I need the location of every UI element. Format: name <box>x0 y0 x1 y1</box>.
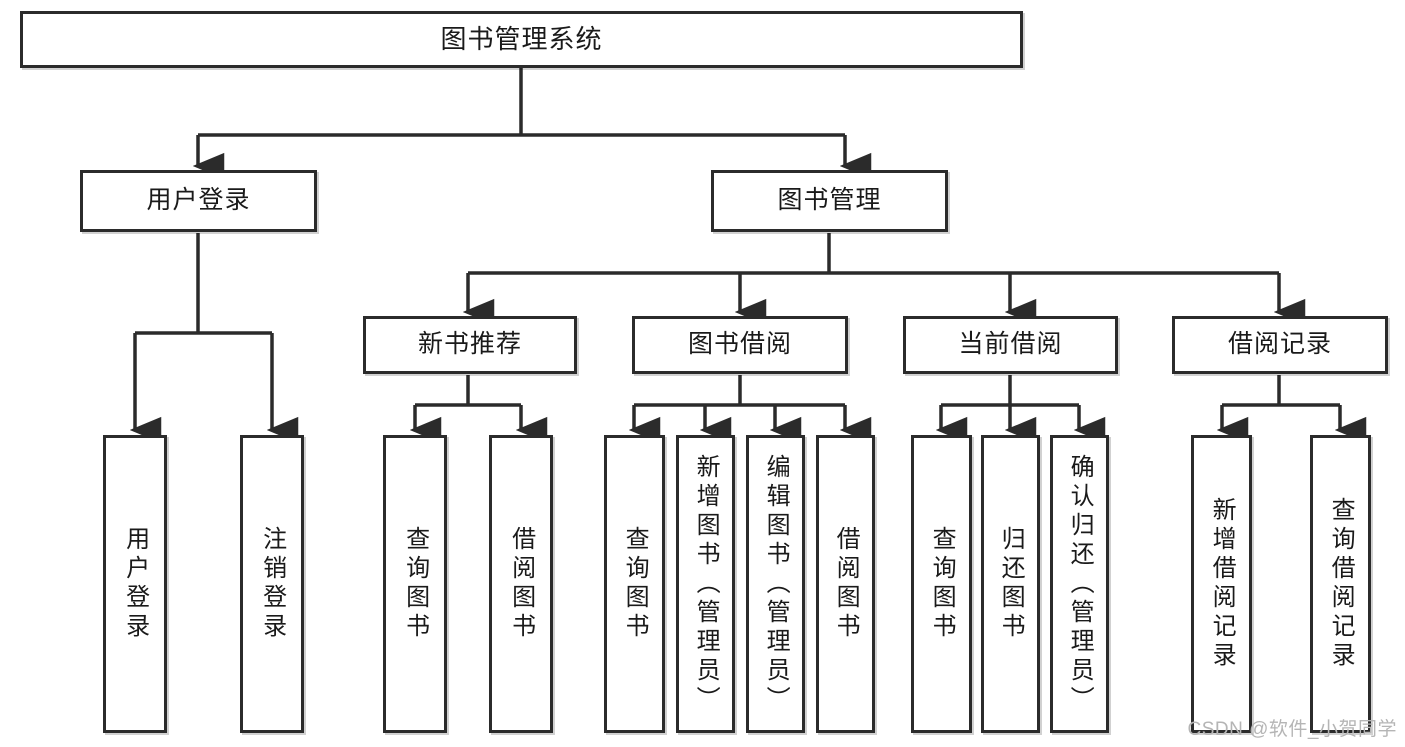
node-leaf-query-book-borrow[interactable]: 查询图书 <box>604 435 665 733</box>
node-leaf-query-book-recommend[interactable]: 查询图书 <box>383 435 447 733</box>
node-leaf-borrow-book[interactable]: 借阅图书 <box>816 435 875 733</box>
node-leaf-add-book[interactable]: 新增图书（管理员） <box>676 435 735 733</box>
node-leaf-borrow-book-recommend[interactable]: 借阅图书 <box>489 435 553 733</box>
node-leaf-user-login[interactable]: 用户登录 <box>103 435 167 733</box>
node-root-book-management-system[interactable]: 图书管理系统 <box>20 11 1023 68</box>
node-label: 归还图书 <box>997 526 1025 642</box>
node-label: 查询图书 <box>401 526 429 642</box>
node-leaf-confirm-return[interactable]: 确认归还（管理员） <box>1050 435 1109 733</box>
node-label: 新增借阅记录 <box>1208 497 1236 671</box>
node-leaf-query-book-current[interactable]: 查询图书 <box>911 435 972 733</box>
node-label: 新书推荐 <box>417 330 522 359</box>
node-label: 图书借阅 <box>687 330 792 359</box>
node-label: 查询借阅记录 <box>1327 497 1355 671</box>
node-user-login[interactable]: 用户登录 <box>80 170 317 232</box>
node-leaf-logout-login[interactable]: 注销登录 <box>240 435 304 733</box>
node-leaf-add-borrow-record[interactable]: 新增借阅记录 <box>1191 435 1252 733</box>
node-label: 查询图书 <box>621 526 649 642</box>
node-new-book-recommend[interactable]: 新书推荐 <box>363 316 577 374</box>
node-label: 图书管理系统 <box>440 24 603 55</box>
node-label: 当前借阅 <box>958 330 1063 359</box>
node-label: 新增图书（管理员） <box>692 453 720 715</box>
node-leaf-return-book[interactable]: 归还图书 <box>981 435 1040 733</box>
node-label: 注销登录 <box>258 526 286 642</box>
node-label: 确认归还（管理员） <box>1066 453 1094 715</box>
node-label: 用户登录 <box>146 186 251 215</box>
node-book-borrow[interactable]: 图书借阅 <box>632 316 848 374</box>
node-book-management[interactable]: 图书管理 <box>711 170 948 232</box>
node-label: 借阅图书 <box>507 526 535 642</box>
watermark-csdn: CSDN @软件_小贺同学 <box>1187 719 1397 740</box>
node-leaf-query-borrow-record[interactable]: 查询借阅记录 <box>1310 435 1371 733</box>
node-label: 用户登录 <box>121 526 149 642</box>
node-label: 图书管理 <box>777 186 882 215</box>
node-current-borrow[interactable]: 当前借阅 <box>903 316 1118 374</box>
node-leaf-edit-book[interactable]: 编辑图书（管理员） <box>746 435 805 733</box>
node-label: 借阅图书 <box>832 526 860 642</box>
node-borrow-record[interactable]: 借阅记录 <box>1172 316 1388 374</box>
node-label: 借阅记录 <box>1227 330 1332 359</box>
node-label: 查询图书 <box>928 526 956 642</box>
node-label: 编辑图书（管理员） <box>762 453 790 715</box>
